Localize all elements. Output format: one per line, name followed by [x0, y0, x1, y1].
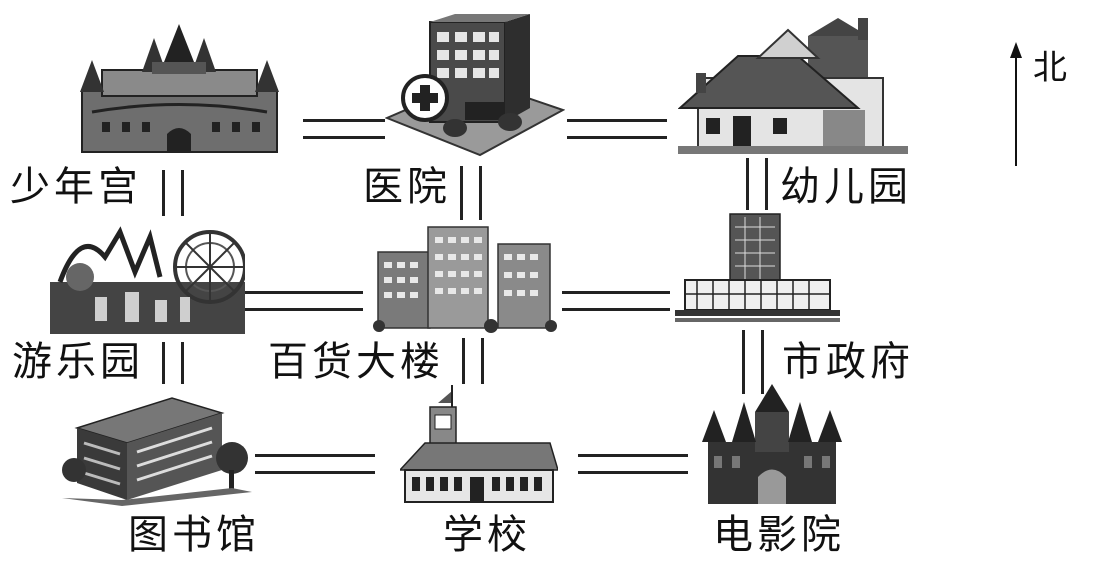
road-kindergarten-city-hall — [746, 158, 768, 210]
road-library-school — [255, 454, 375, 474]
label-youth-palace: 少年宫 — [10, 164, 142, 210]
label-city-hall: 市政府 — [782, 339, 914, 385]
hospital-icon — [385, 14, 565, 157]
road-youth-palace-amusement-park — [162, 170, 184, 216]
north-compass: 北 — [1005, 40, 1085, 170]
road-hospital-kindergarten — [567, 119, 667, 139]
cinema-icon — [702, 384, 842, 504]
label-school: 学校 — [443, 512, 531, 558]
library-icon — [62, 397, 252, 506]
north-arrow-icon — [1010, 42, 1022, 166]
road-amusement-park-department-store — [245, 291, 363, 311]
label-library: 图书馆 — [128, 512, 260, 558]
label-kindergarten: 幼儿园 — [780, 164, 912, 210]
label-amusement-park: 游乐园 — [12, 339, 144, 385]
road-department-store-city-hall — [562, 291, 670, 311]
road-school-cinema — [578, 454, 688, 474]
label-department-store: 百货大楼 — [268, 339, 444, 385]
road-department-store-school — [462, 338, 484, 384]
city-hall-icon — [675, 213, 840, 322]
road-youth-palace-hospital — [303, 119, 385, 139]
kindergarten-icon — [678, 18, 908, 154]
label-cinema: 电影院 — [713, 512, 845, 558]
youth-palace-icon — [80, 24, 279, 153]
amusement-park-icon — [50, 226, 245, 334]
school-icon — [400, 385, 558, 503]
north-label: 北 — [1033, 48, 1067, 88]
department-store-icon — [373, 226, 557, 333]
label-hospital: 医院 — [363, 164, 451, 210]
road-hospital-department-store — [460, 166, 482, 220]
road-city-hall-cinema — [742, 330, 764, 394]
road-amusement-park-library — [162, 342, 184, 384]
